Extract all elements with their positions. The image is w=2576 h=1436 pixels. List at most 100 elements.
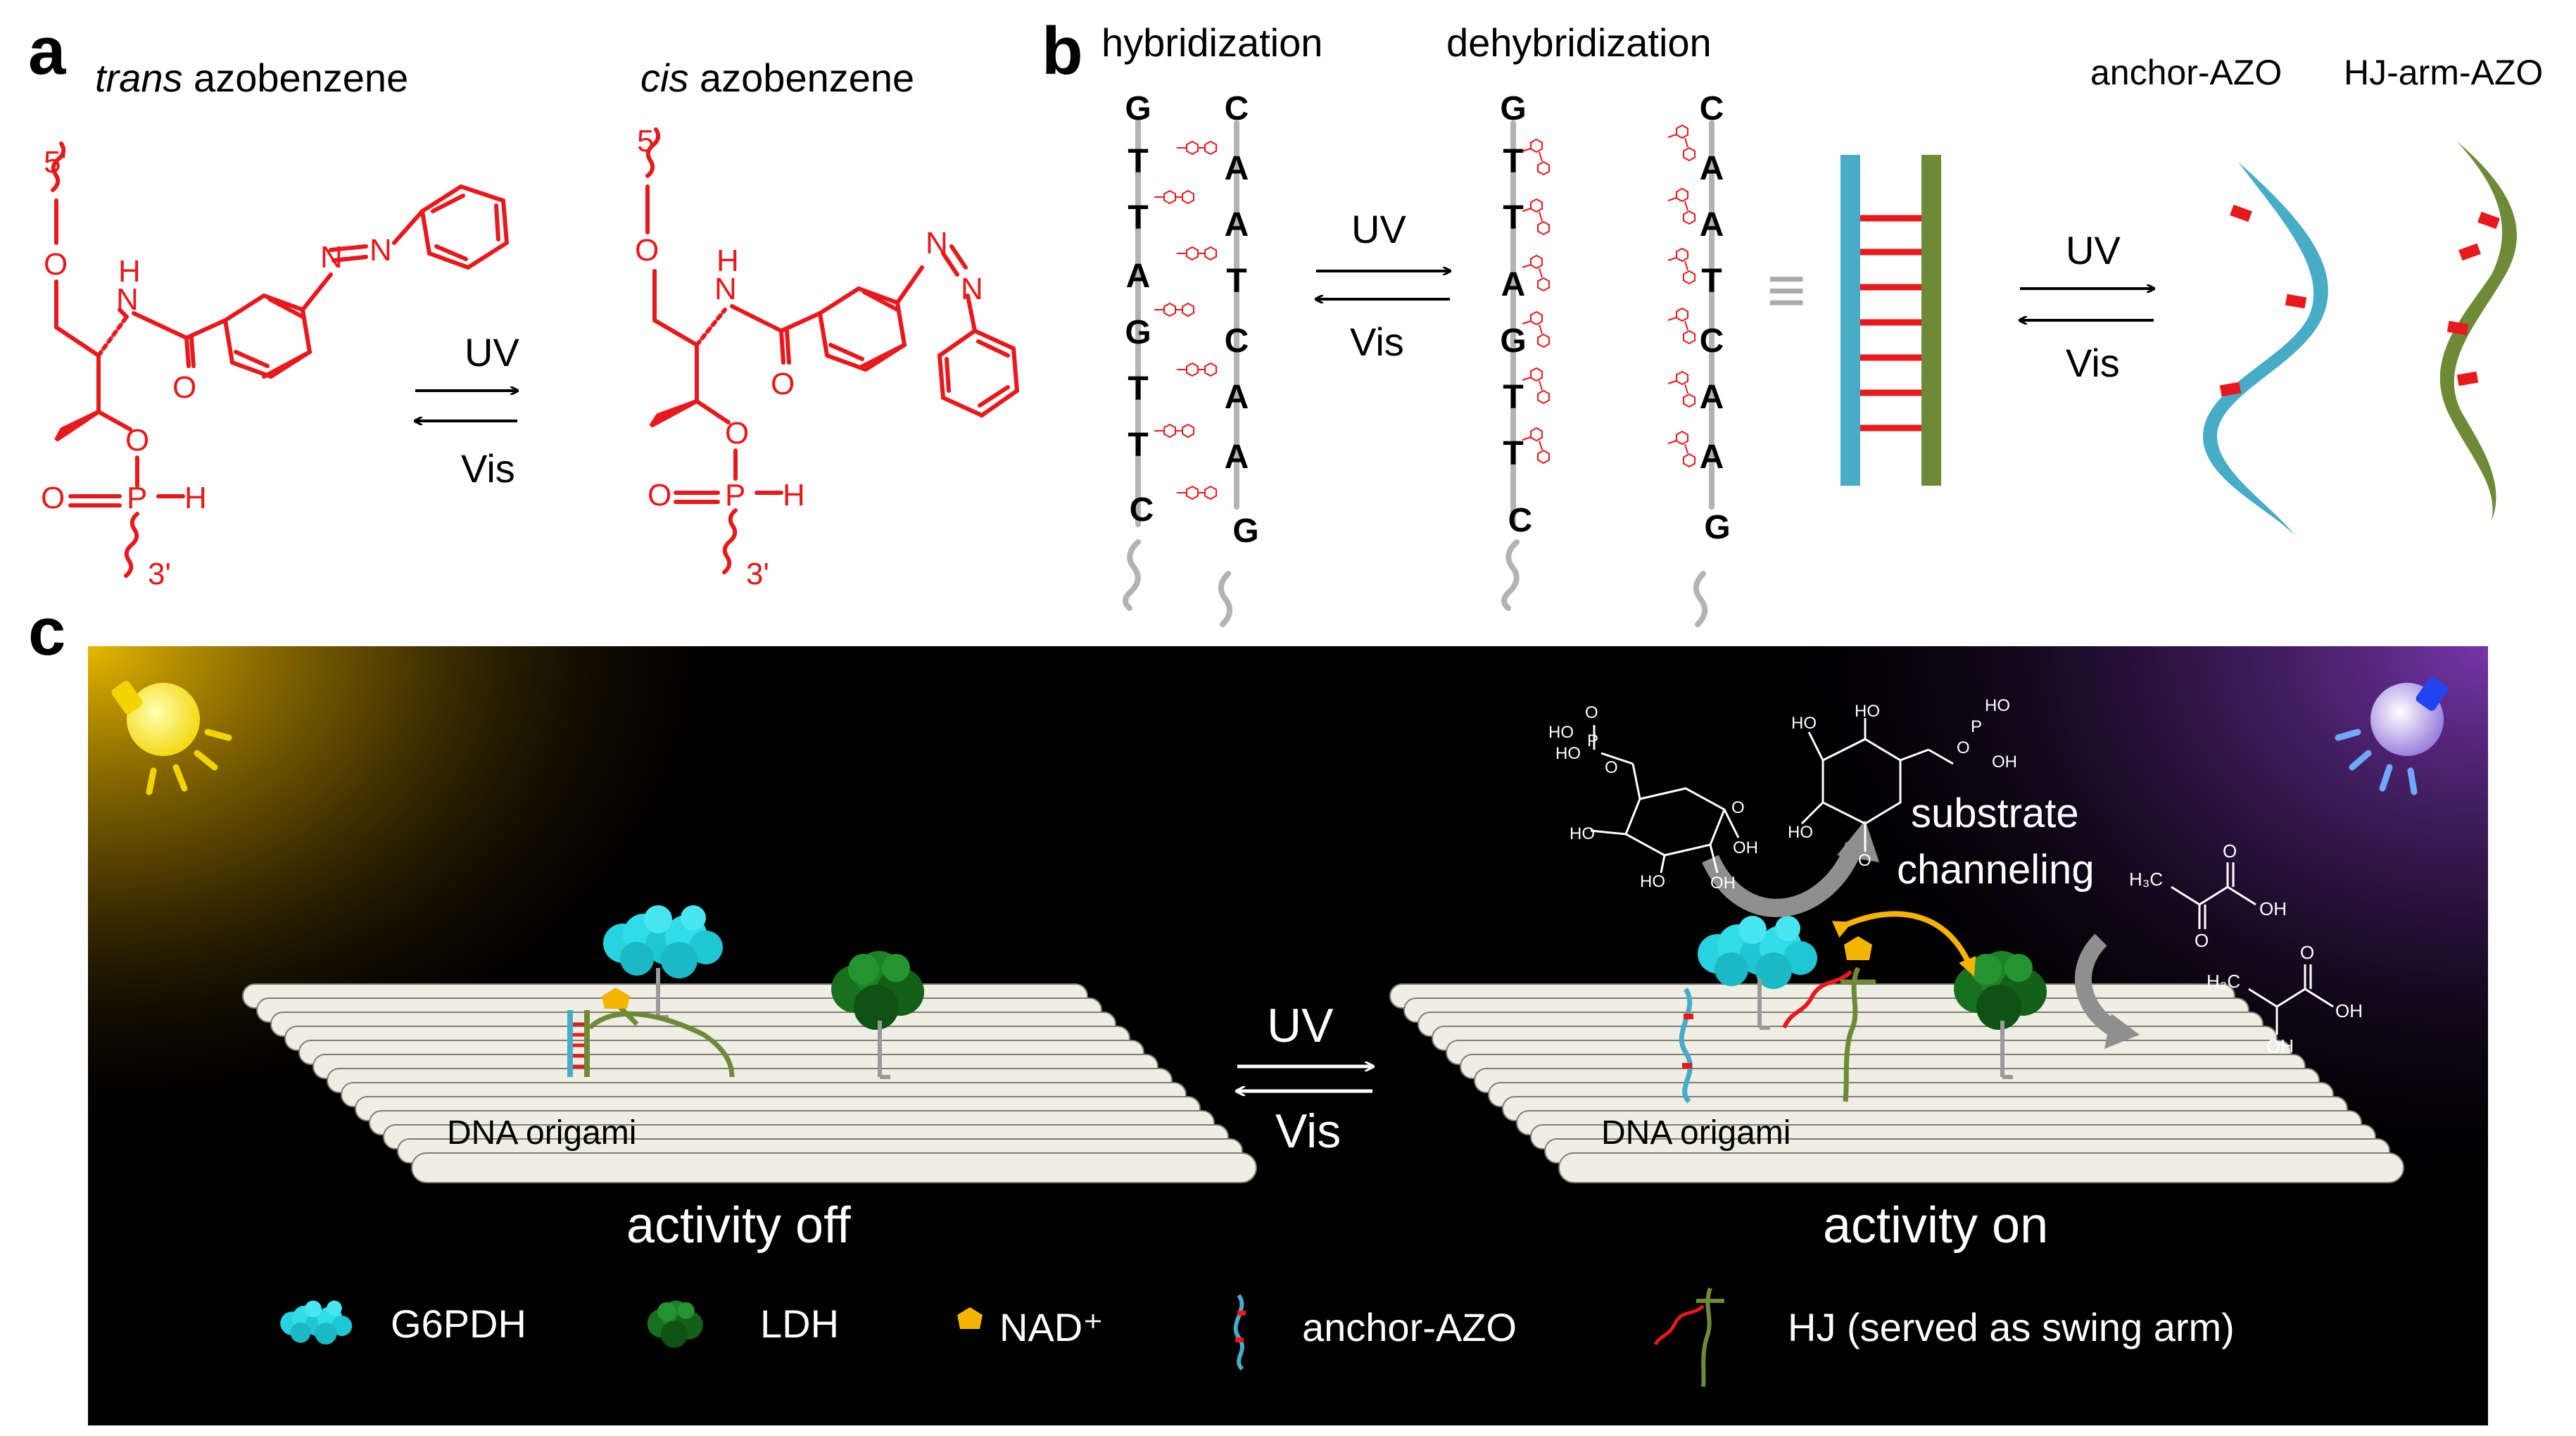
svg-text:O: O	[1605, 758, 1618, 777]
svg-text:3': 3'	[746, 557, 769, 591]
svg-text:P: P	[1971, 717, 1982, 736]
origami-label-left: DNA origami	[447, 1114, 636, 1152]
legend: G6PDH LDH NAD⁺ anchor-AZO HJ (served as …	[280, 1287, 2235, 1387]
anchor-azo-open-right	[1679, 988, 1693, 1104]
dehyb-left-base-5: G	[1500, 322, 1526, 360]
hybridized-duplex: G T T A G T T C C A A T C A A G	[1123, 90, 1259, 627]
panel-b-label: b	[1042, 13, 1083, 89]
svg-text:HO: HO	[1640, 872, 1665, 891]
lactate-labels: H₃C O OH OH	[2206, 942, 2363, 1057]
hyb-right-base-1: C	[1225, 90, 1249, 127]
svg-text:UV: UV	[1267, 999, 1334, 1052]
dehyb-left-base-3: T	[1503, 199, 1523, 237]
legend-hj-icon	[1653, 1287, 1724, 1387]
svg-text:P: P	[127, 481, 147, 515]
hyb-right-base-4: T	[1226, 263, 1246, 300]
svg-text:OH: OH	[2259, 898, 2287, 919]
uv-vis-equilibrium-arrows-b1: UV Vis	[1316, 207, 1450, 364]
dehyb-right-base-3: A	[1700, 206, 1724, 244]
svg-text:HO: HO	[1548, 723, 1574, 742]
panel-c: c	[28, 594, 2488, 1425]
svg-text:O: O	[1858, 851, 1871, 870]
svg-text:HO: HO	[1985, 696, 2010, 715]
ldh-tether-right	[2000, 1021, 2013, 1079]
dehyb-left-base-2: T	[1503, 143, 1523, 180]
dehyb-right-base-2: A	[1700, 150, 1724, 187]
trans-azobenzene-title: trans azobenzene	[95, 56, 408, 100]
g6pdh-conversion-arrow	[1702, 841, 1864, 917]
dehyb-left-base-6: T	[1503, 379, 1523, 416]
uv-vis-equilibrium-arrows-c: UV Vis	[1237, 999, 1372, 1158]
ldh-conversion-arrow	[2075, 933, 2123, 1039]
svg-text:HO: HO	[1855, 702, 1880, 721]
svg-text:P: P	[1587, 731, 1598, 750]
dehyb-left-base-8: C	[1508, 502, 1533, 539]
lactate-structure	[2248, 964, 2334, 1035]
svg-text:UV: UV	[1351, 207, 1406, 251]
panel-c-label: c	[28, 594, 65, 669]
svg-text:3': 3'	[148, 557, 171, 591]
6-phosphogluconolactone-labels: HO HO HO O O P HO OH	[1788, 696, 2017, 870]
dna-origami-left: DNA origami	[242, 983, 1257, 1183]
svg-text:OH: OH	[1710, 874, 1736, 893]
dehyb-right-base-8: G	[1704, 509, 1730, 546]
svg-text:O: O	[44, 247, 68, 282]
trans-atom-labels: 5' O N H O O P O H 3' N N	[41, 145, 392, 591]
svg-text:HO: HO	[1555, 744, 1581, 763]
panel-a-label: a	[28, 13, 66, 89]
svg-text:O: O	[1731, 798, 1745, 817]
channeling-double-arrow	[1831, 911, 1976, 977]
glucose-6-phosphate-labels: HO O P HO O HO HO OH OH O	[1548, 703, 1758, 893]
svg-text:O: O	[1957, 738, 1970, 757]
hyb-left-base-3: T	[1128, 199, 1148, 237]
hyb-right-base-2: A	[1225, 150, 1249, 187]
svg-text:H: H	[118, 254, 141, 289]
svg-text:HO: HO	[1791, 714, 1817, 733]
svg-text:N: N	[116, 282, 139, 317]
svg-text:OH: OH	[1733, 838, 1758, 857]
ldh-tether-left	[878, 1021, 890, 1079]
origami-label-right: DNA origami	[1601, 1114, 1791, 1152]
cis-atom-labels: 5' O N H O O P O H 3' N N	[635, 124, 983, 591]
dehyb-left-base-7: T	[1503, 435, 1523, 472]
svg-text:O: O	[725, 416, 749, 451]
azo-intercalated-pairs	[1154, 141, 1216, 499]
svg-text:N: N	[320, 240, 343, 275]
svg-text:Vis: Vis	[1350, 320, 1404, 364]
uv-vis-equilibrium-arrows-a: UV Vis	[415, 330, 519, 491]
dehyb-left-base-1: G	[1500, 90, 1526, 127]
anchor-azo-strand	[2203, 162, 2328, 535]
svg-text:O: O	[635, 233, 659, 267]
svg-text:O: O	[172, 370, 196, 405]
legend-anchor-azo-icon	[1233, 1294, 1246, 1371]
svg-text:O: O	[2195, 930, 2209, 951]
svg-text:UV: UV	[465, 330, 519, 374]
6-phosphogluconolactone-structure	[1800, 718, 1954, 852]
activity-on-label: activity on	[1823, 1197, 2048, 1254]
svg-text:P: P	[725, 478, 745, 512]
anchor-azo-label: anchor-AZO	[2090, 53, 2282, 92]
equivalence-symbol: ≡	[1767, 253, 1806, 328]
svg-text:OH: OH	[1992, 752, 2017, 771]
dehyb-right-base-5: C	[1700, 322, 1724, 360]
duplex-ladder-schematic	[1841, 155, 1941, 486]
legend-ldh-label: LDH	[760, 1302, 839, 1346]
svg-text:O: O	[41, 481, 65, 515]
svg-text:N: N	[961, 272, 983, 306]
svg-text:HO: HO	[1788, 823, 1813, 842]
g6pdh-tether-right	[1757, 978, 1770, 1030]
cis-azobenzene-structure	[645, 127, 1020, 574]
svg-text:Vis: Vis	[2066, 341, 2120, 385]
hyb-right-base-5: C	[1225, 322, 1249, 360]
svg-text:O: O	[771, 367, 795, 401]
closed-swing-arm-left	[567, 988, 735, 1078]
hyb-right-base-3: A	[1225, 206, 1249, 244]
hyb-right-base-7: A	[1225, 439, 1249, 476]
cis-azo-pendants	[1522, 125, 1695, 467]
svg-text:5': 5'	[44, 145, 67, 180]
panel-b: b hybridization dehybridization G T T A …	[1042, 13, 2543, 627]
dehyb-right-base-7: A	[1700, 439, 1724, 476]
svg-text:HO: HO	[1570, 824, 1595, 843]
svg-text:OH: OH	[2335, 1000, 2363, 1021]
